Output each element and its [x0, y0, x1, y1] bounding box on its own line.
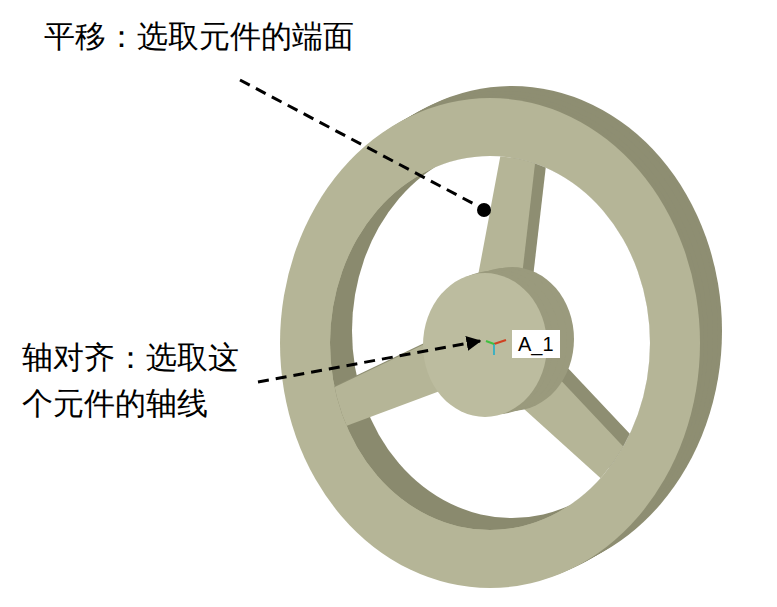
- wheel-openings: [317, 130, 672, 530]
- axis-name: A_1: [512, 330, 560, 358]
- axis-triad: [486, 340, 506, 355]
- leader-arrow: [258, 341, 480, 382]
- callout-text: 轴对齐：选取这 个元件的轴线: [22, 334, 247, 426]
- rim-face: [280, 98, 700, 588]
- pick-dot: [477, 203, 491, 217]
- leader-line: [240, 80, 476, 205]
- hub: [423, 267, 574, 417]
- callout-text: 平移：选取元件的端面: [44, 13, 354, 59]
